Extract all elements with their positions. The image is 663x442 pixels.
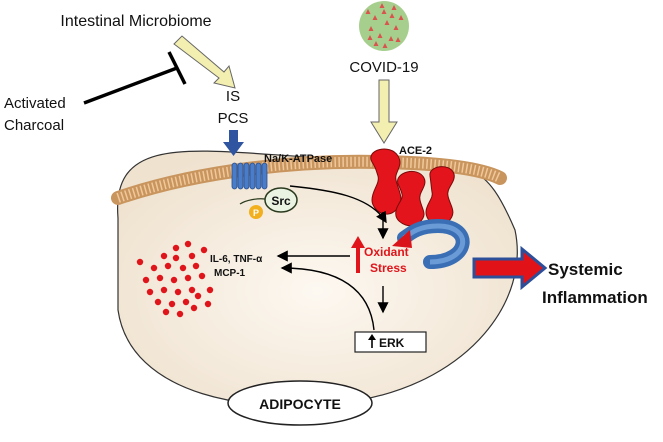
cytokine-dot bbox=[174, 288, 182, 296]
cytokine-dot bbox=[176, 310, 184, 318]
virus-spike bbox=[389, 13, 395, 18]
systemic-inflammation-arrow bbox=[472, 245, 548, 291]
ace2-label: ACE-2 bbox=[399, 145, 432, 157]
activated-charcoal-label-1: Activated bbox=[4, 95, 66, 112]
cytokine-dot bbox=[146, 288, 154, 296]
cytokine-dot bbox=[198, 272, 206, 280]
phospho-label: P bbox=[253, 208, 259, 218]
cytokine-dot bbox=[168, 300, 176, 308]
src-linker bbox=[239, 198, 266, 205]
erk-label: ERK bbox=[379, 336, 405, 350]
cytokine-dots bbox=[136, 240, 214, 318]
ace2-receptor-icon bbox=[370, 148, 455, 227]
na-k-atpase-label: Na/K-ATPase bbox=[264, 153, 332, 165]
cytokine-dot bbox=[206, 286, 214, 294]
toxin-entry-arrow bbox=[223, 130, 244, 156]
cytokine-dot bbox=[184, 274, 192, 282]
virus-spike bbox=[379, 3, 385, 8]
is-label: IS bbox=[226, 88, 240, 105]
cytokine-dot bbox=[170, 276, 178, 284]
erk-up-arrowhead bbox=[368, 334, 376, 340]
src-label: Src bbox=[271, 194, 291, 208]
covid-label: COVID-19 bbox=[349, 59, 418, 76]
cytokine-dot bbox=[136, 258, 144, 266]
oxidant-stress-label-2: Stress bbox=[370, 261, 407, 275]
oxidant-stress-label-1: Oxidant bbox=[364, 245, 409, 259]
virus-spike bbox=[382, 43, 388, 48]
cytokine-dot bbox=[188, 252, 196, 260]
virus-spike bbox=[384, 20, 390, 25]
virus-spike bbox=[372, 15, 378, 20]
erk-to-cytokines-arrow bbox=[280, 262, 375, 331]
virus-spike bbox=[373, 41, 379, 46]
ace2-feedback-arrow-inner bbox=[402, 223, 466, 265]
systemic-label-1: Systemic bbox=[548, 260, 623, 279]
cytokine-dot bbox=[142, 276, 150, 284]
virus-spike bbox=[365, 9, 371, 14]
cytokine-dot bbox=[162, 308, 170, 316]
virus-spike bbox=[367, 35, 373, 40]
cell-membrane bbox=[111, 154, 507, 205]
virus-spike bbox=[393, 25, 399, 30]
systemic-label-2: Inflammation bbox=[542, 288, 648, 307]
cytokine-dot bbox=[160, 286, 168, 294]
cytokine-dot bbox=[182, 298, 190, 306]
inhibition-line bbox=[83, 66, 178, 105]
virus-spike bbox=[395, 37, 401, 42]
src-to-stress-arrow bbox=[289, 185, 387, 224]
nucleus bbox=[227, 380, 373, 426]
cytokine-dot bbox=[154, 298, 162, 306]
cytokine-dot bbox=[204, 300, 212, 308]
virus-spike bbox=[381, 9, 387, 14]
cytokine-dot bbox=[188, 286, 196, 294]
cytokine-dot bbox=[172, 244, 180, 252]
cytokine-dot bbox=[179, 264, 187, 272]
covid-arrow bbox=[370, 79, 398, 144]
activated-charcoal-label-2: Charcoal bbox=[4, 117, 64, 134]
microbiome-arrow bbox=[173, 35, 236, 89]
cytokines-label-2: MCP-1 bbox=[214, 268, 246, 279]
inhibition-bar bbox=[167, 51, 187, 85]
virus-spike bbox=[391, 5, 397, 10]
covid-virus-icon bbox=[359, 1, 409, 51]
intestinal-microbiome-label: Intestinal Microbiome bbox=[60, 13, 211, 30]
cytokine-dot bbox=[160, 252, 168, 260]
adipocyte-label: ADIPOCYTE bbox=[259, 396, 341, 412]
ace2-feedback-arrowhead bbox=[392, 230, 412, 248]
virus-spike bbox=[368, 26, 374, 31]
oxidant-stress-up-arrowhead bbox=[351, 236, 365, 248]
cytokine-dot bbox=[194, 292, 202, 300]
cytokine-dot bbox=[172, 254, 180, 262]
phospho-icon bbox=[249, 205, 263, 219]
cytokine-dot bbox=[156, 274, 164, 282]
cytokine-dot bbox=[200, 246, 208, 254]
cytokines-label-1: IL-6, TNF-α bbox=[210, 254, 263, 265]
src-kinase bbox=[264, 187, 298, 213]
na-k-atpase-icon bbox=[231, 162, 268, 190]
cytokine-dot bbox=[150, 264, 158, 272]
cytokine-dot bbox=[192, 262, 200, 270]
pcs-label: PCS bbox=[218, 110, 249, 127]
cytokine-dot bbox=[184, 240, 192, 248]
virus-spike bbox=[377, 33, 383, 38]
virus-spike bbox=[388, 36, 394, 41]
virus-spike bbox=[398, 15, 404, 20]
cytokine-dot bbox=[190, 304, 198, 312]
cytokine-dot bbox=[164, 262, 172, 270]
oxidant-stress-up-arrow bbox=[356, 245, 360, 273]
